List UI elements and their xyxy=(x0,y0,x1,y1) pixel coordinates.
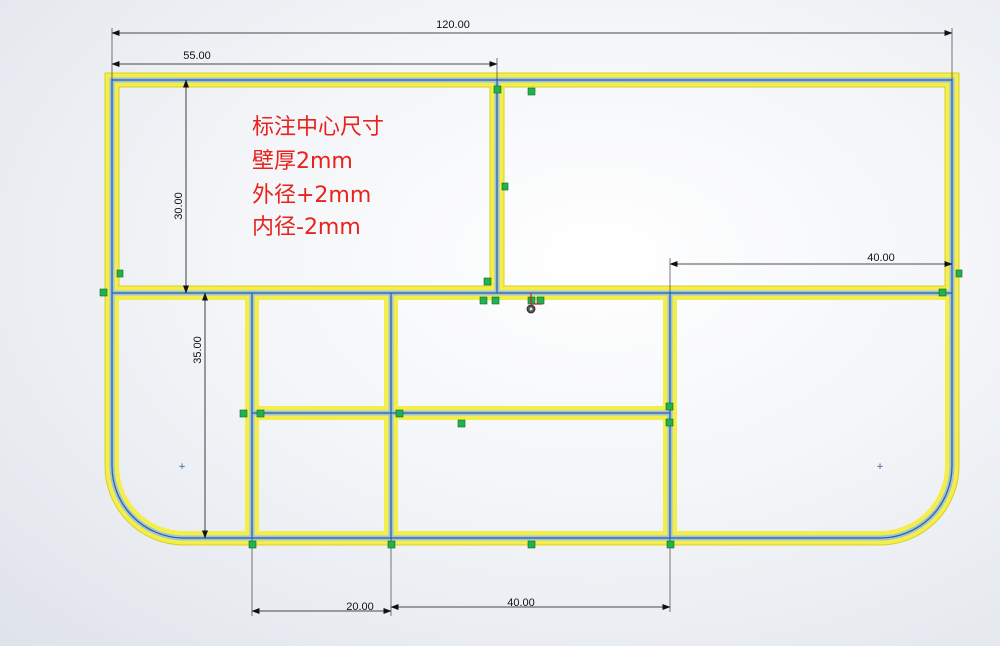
dimension-right-offset[interactable]: 40.00 xyxy=(669,252,953,293)
relation-glyph-icon[interactable] xyxy=(493,85,502,94)
dimension-label-top-left-height[interactable]: 30.00 xyxy=(173,192,185,220)
dimension-top-left-width[interactable]: 55.00 xyxy=(111,50,498,80)
annotation-line-4: 内径-2mm xyxy=(252,215,361,240)
dimension-label-lower-height[interactable]: 35.00 xyxy=(192,336,204,364)
origin-icon[interactable] xyxy=(526,293,542,314)
relation-glyph-icon[interactable] xyxy=(256,409,265,418)
svg-text:+: + xyxy=(876,462,884,472)
dimension-top-left-height[interactable]: 30.00 xyxy=(173,79,189,294)
relation-glyph-icon[interactable] xyxy=(387,540,396,549)
relation-glyph-icon[interactable] xyxy=(483,277,492,286)
dimension-label-right-offset[interactable]: 40.00 xyxy=(867,252,895,264)
sketch-walls[interactable]: + + xyxy=(104,72,960,546)
dimension-label-bottom-gap[interactable]: 20.00 xyxy=(346,601,374,613)
relation-glyph-icon[interactable] xyxy=(248,540,257,549)
relation-glyph-icon[interactable] xyxy=(491,296,500,305)
relation-glyph-icon[interactable] xyxy=(457,419,466,428)
annotation-line-2: 壁厚2mm xyxy=(252,149,353,174)
wall-edges xyxy=(104,72,960,546)
relation-glyph-icon[interactable] xyxy=(665,418,674,427)
relation-glyph-icon[interactable] xyxy=(536,296,545,305)
relation-glyph-icon[interactable] xyxy=(501,182,509,191)
relation-glyphs[interactable] xyxy=(99,85,963,549)
dimension-bottom-gap[interactable]: 20.00 xyxy=(251,538,392,616)
dimension-lower-height[interactable]: 35.00 xyxy=(192,292,208,539)
dimension-overall-width[interactable]: 120.00 xyxy=(111,19,953,80)
relation-glyph-icon[interactable] xyxy=(116,269,124,278)
dimension-bottom-width[interactable]: 40.00 xyxy=(390,538,671,612)
annotation-line-1: 标注中心尺寸 xyxy=(252,115,385,140)
svg-text:+: + xyxy=(178,462,186,472)
dimension-label-top-left-width[interactable]: 55.00 xyxy=(183,50,211,62)
relation-glyph-icon[interactable] xyxy=(665,402,674,411)
relation-glyph-icon[interactable] xyxy=(938,288,947,297)
relation-glyph-icon[interactable] xyxy=(527,87,536,96)
annotation-line-3: 外径+2mm xyxy=(252,183,372,208)
relation-glyph-icon[interactable] xyxy=(395,409,404,418)
wall-centerlines[interactable] xyxy=(111,79,953,539)
relation-glyph-icon[interactable] xyxy=(239,409,248,418)
arc-center-marks: + + xyxy=(178,462,884,472)
relation-glyph-icon[interactable] xyxy=(99,288,108,297)
relation-glyph-icon[interactable] xyxy=(666,540,675,549)
dimension-label-overall-width[interactable]: 120.00 xyxy=(436,19,470,31)
relation-glyph-icon[interactable] xyxy=(955,269,963,278)
dimensions[interactable]: 120.00 55.00 30.00 40.00 35.00 xyxy=(111,19,953,616)
relation-glyph-icon[interactable] xyxy=(527,540,536,549)
dimension-label-bottom-width[interactable]: 40.00 xyxy=(507,597,535,609)
relation-glyph-icon[interactable] xyxy=(479,296,488,305)
